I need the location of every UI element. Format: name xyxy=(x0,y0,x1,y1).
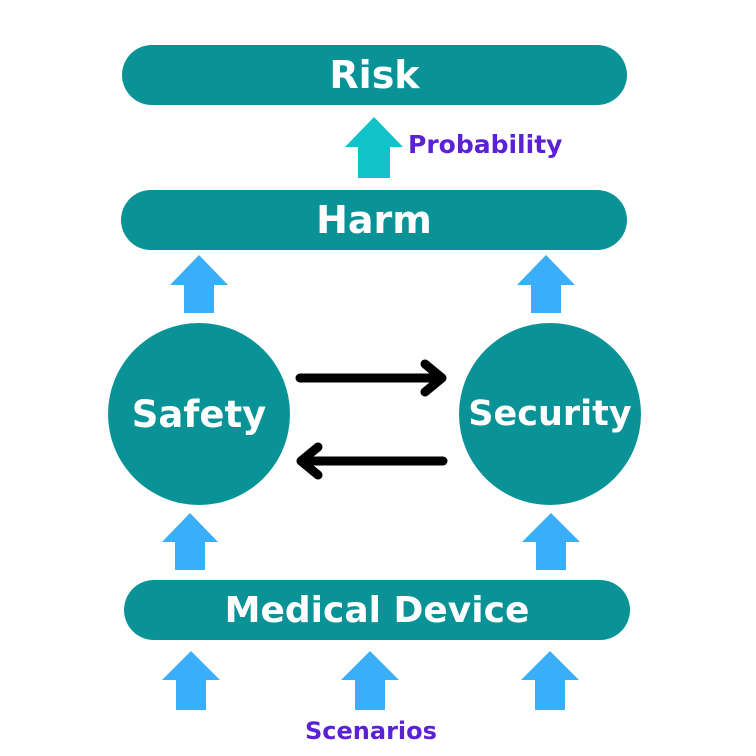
security-label: Security xyxy=(468,394,632,434)
safety-to-harm-arrow xyxy=(170,255,228,313)
risk-label: Risk xyxy=(329,53,420,97)
security-node: Security xyxy=(459,323,641,505)
harm-node: Harm xyxy=(121,190,627,250)
scenario-arrow-middle xyxy=(341,651,399,710)
scenario-arrow-right xyxy=(521,651,579,710)
security-to-safety-arrow xyxy=(296,442,448,480)
harm-label: Harm xyxy=(316,198,432,242)
risk-node: Risk xyxy=(122,45,627,105)
scenario-arrow-left xyxy=(162,651,220,710)
probability-arrow xyxy=(345,117,403,178)
device-to-safety-arrow xyxy=(162,513,218,570)
safety-to-security-arrow xyxy=(295,359,447,397)
security-to-harm-arrow xyxy=(517,255,575,313)
medical-device-node: Medical Device xyxy=(124,580,630,640)
safety-label: Safety xyxy=(131,392,267,436)
probability-label: Probability xyxy=(408,130,563,159)
scenarios-label: Scenarios xyxy=(305,717,437,745)
medical-device-label: Medical Device xyxy=(224,589,530,631)
safety-node: Safety xyxy=(108,323,290,505)
device-to-security-arrow xyxy=(522,513,580,570)
